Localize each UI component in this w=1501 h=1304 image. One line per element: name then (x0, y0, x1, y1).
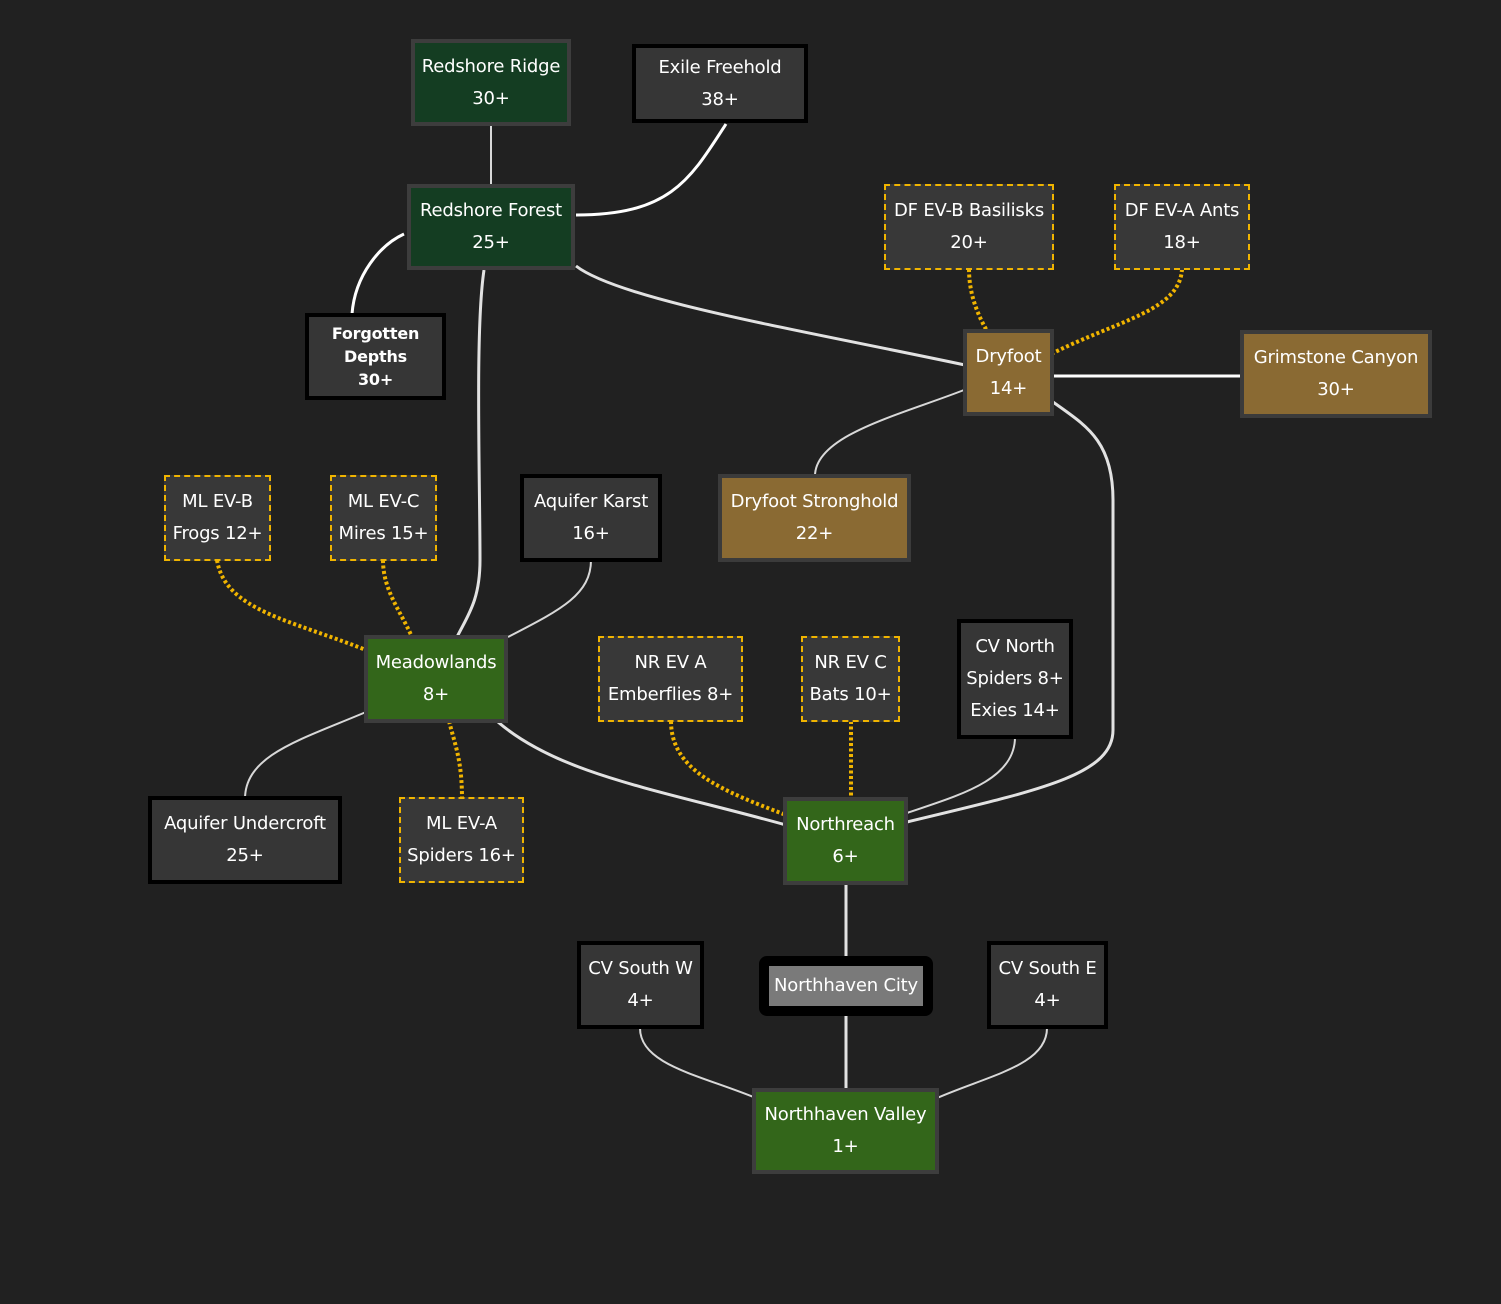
node-level: 8+ (422, 684, 450, 705)
node-dryfoot[interactable]: Dryfoot 14+ (963, 329, 1054, 416)
node-level: 14+ (989, 377, 1028, 399)
edge-meadowlands-ml-ev-a (447, 720, 464, 800)
node-title: DF EV-A Ants (1124, 200, 1240, 221)
node-title: Dryfoot (975, 345, 1042, 367)
node-redshore-ridge[interactable]: Redshore Ridge 30+ (411, 39, 571, 126)
node-ml-ev-c[interactable]: ML EV-C Mires 15+ (330, 475, 437, 561)
node-title: Redshore Ridge (421, 55, 561, 77)
edge-redshore-forest-dryfoot (575, 264, 966, 367)
node-level: 1+ (832, 1136, 859, 1157)
edge-redshore-forest-forgotten-depths (350, 232, 405, 315)
node-level: 6+ (832, 846, 859, 867)
edge-redshore-forest-meadowlands (455, 269, 486, 638)
node-exile-freehold[interactable]: Exile Freehold 38+ (632, 44, 808, 123)
node-title: CV North (975, 636, 1055, 657)
edge-cv-north-northreach (906, 736, 1016, 814)
node-northhaven-city[interactable]: Northhaven City (759, 956, 933, 1016)
node-title: NR EV A (634, 652, 707, 673)
node-level: Frogs 12+ (172, 523, 263, 544)
node-level: 30+ (472, 87, 510, 109)
node-level: 4+ (1034, 990, 1061, 1011)
edge-cv-south-e-northhaven-valley (936, 1027, 1048, 1099)
edge-dryfoot-northreach (906, 400, 1115, 824)
edge-ml-ev-b-meadowlands (215, 559, 367, 652)
edge-nr-ev-a-northreach (669, 720, 787, 817)
node-meadowlands[interactable]: Meadowlands 8+ (364, 635, 508, 723)
node-level: Emberflies 8+ (607, 684, 734, 705)
edge-exile-freehold-redshore-forest (575, 123, 728, 217)
node-title: Aquifer Karst (533, 491, 649, 512)
node-level: 22+ (795, 523, 834, 544)
node-title: Northhaven Valley (764, 1104, 927, 1125)
node-level: 18+ (1163, 232, 1201, 253)
node-level: 20+ (950, 232, 988, 253)
node-level: Spiders 16+ (407, 845, 516, 866)
node-title: Dryfoot Stronghold (730, 491, 899, 512)
node-nr-ev-c[interactable]: NR EV C Bats 10+ (801, 636, 900, 722)
node-title: Grimstone Canyon (1253, 347, 1419, 368)
node-level: 4+ (627, 990, 654, 1011)
node-level: 30+ (1317, 379, 1355, 400)
node-df-ev-a[interactable]: DF EV-A Ants 18+ (1114, 184, 1250, 270)
node-title: Forgotten (331, 324, 420, 343)
node-title: ML EV-C (347, 491, 420, 512)
node-df-ev-b[interactable]: DF EV-B Basilisks 20+ (884, 184, 1054, 270)
node-level: 25+ (472, 232, 510, 253)
node-title: CV South W (588, 958, 693, 979)
node-northreach[interactable]: Northreach 6+ (783, 797, 908, 885)
edge-meadowlands-aquifer-undercroft (244, 711, 367, 800)
node-title: Northreach (796, 814, 895, 835)
node-title: Exile Freehold (658, 56, 782, 78)
node-grimstone-canyon[interactable]: Grimstone Canyon 30+ (1240, 330, 1432, 418)
node-dryfoot-stronghold[interactable]: Dryfoot Stronghold 22+ (718, 474, 911, 562)
node-title: DF EV-B Basilisks (893, 200, 1045, 221)
node-level: 16+ (572, 523, 610, 544)
node-nr-ev-a[interactable]: NR EV A Emberflies 8+ (598, 636, 743, 722)
node-level-2: Exies 14+ (970, 700, 1060, 721)
node-aquifer-undercroft[interactable]: Aquifer Undercroft 25+ (148, 796, 342, 884)
edge-df-ev-a-dryfoot (1052, 268, 1184, 355)
edge-dryfoot-dryfoot-stronghold (814, 389, 965, 477)
node-northhaven-valley[interactable]: Northhaven Valley 1+ (752, 1088, 939, 1174)
node-ml-ev-b[interactable]: ML EV-B Frogs 12+ (164, 475, 271, 561)
node-cv-south-e[interactable]: CV South E 4+ (987, 941, 1108, 1029)
node-redshore-forest[interactable]: Redshore Forest 25+ (407, 184, 575, 270)
node-title: Aquifer Undercroft (164, 813, 326, 834)
node-title: Northhaven City (774, 975, 918, 996)
node-ml-ev-a[interactable]: ML EV-A Spiders 16+ (399, 797, 524, 883)
node-level: Spiders 8+ (966, 668, 1064, 689)
edge-ml-ev-c-meadowlands (381, 559, 414, 638)
node-cv-north[interactable]: CV North Spiders 8+ Exies 14+ (957, 619, 1073, 739)
node-forgotten-depths[interactable]: Forgotten Depths 30+ (305, 313, 446, 400)
node-title: Meadowlands (375, 652, 497, 673)
edge-cv-south-w-northhaven-valley (639, 1027, 757, 1099)
node-title: ML EV-B (182, 491, 253, 512)
edge-meadowlands-northreach (497, 720, 787, 827)
node-aquifer-karst[interactable]: Aquifer Karst 16+ (520, 474, 662, 562)
node-cv-south-w[interactable]: CV South W 4+ (577, 941, 704, 1029)
edge-aquifer-karst-meadowlands (507, 559, 592, 638)
node-level: Mires 15+ (338, 523, 429, 544)
node-title: Redshore Forest (419, 200, 563, 221)
node-level: Bats 10+ (809, 684, 892, 705)
node-title: ML EV-A (426, 813, 497, 834)
node-title: CV South E (998, 958, 1097, 979)
node-title-line-2: Depths (344, 347, 407, 366)
node-level: 25+ (226, 845, 264, 866)
node-level: 30+ (357, 370, 394, 389)
node-level: 38+ (701, 88, 739, 110)
edge-df-ev-b-dryfoot (967, 268, 989, 332)
node-title: NR EV C (814, 652, 887, 673)
